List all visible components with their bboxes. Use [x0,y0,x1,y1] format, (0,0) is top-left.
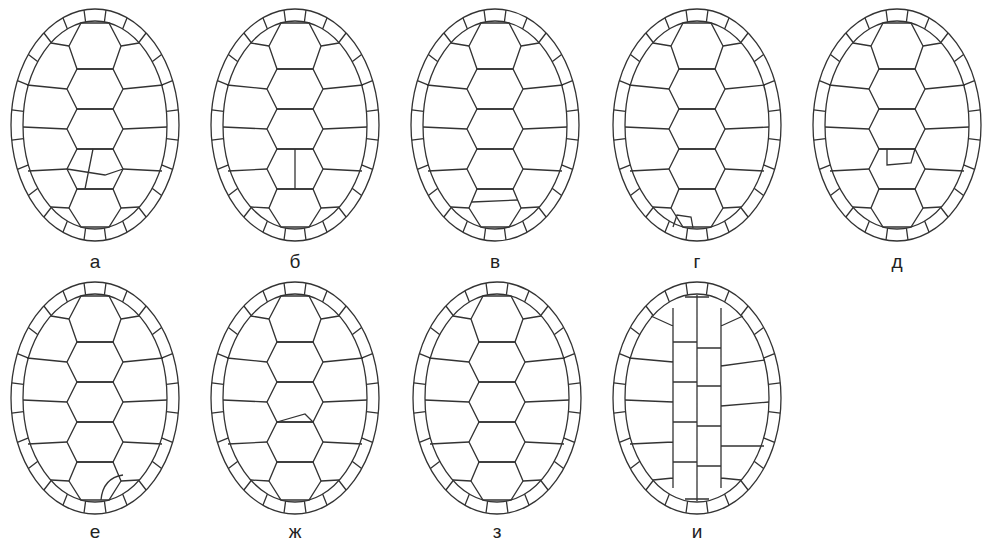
carapace [411,9,579,241]
figure-letter: д [891,251,902,273]
figure-letter: и [692,521,703,543]
figure-letter: в [490,251,500,273]
figure-letter: ж [289,521,302,543]
carapace [211,282,379,514]
figure-letter: з [493,521,502,543]
carapace [11,282,179,514]
figure-letter: а [90,251,101,273]
figure-letter: г [694,251,701,273]
carapace [613,282,781,514]
carapace [211,9,379,241]
carapace [613,9,781,241]
carapace [11,9,179,241]
figure-letter: е [90,521,101,543]
carapace [813,9,981,241]
figure-letter: б [290,251,301,273]
carapace [413,282,581,514]
